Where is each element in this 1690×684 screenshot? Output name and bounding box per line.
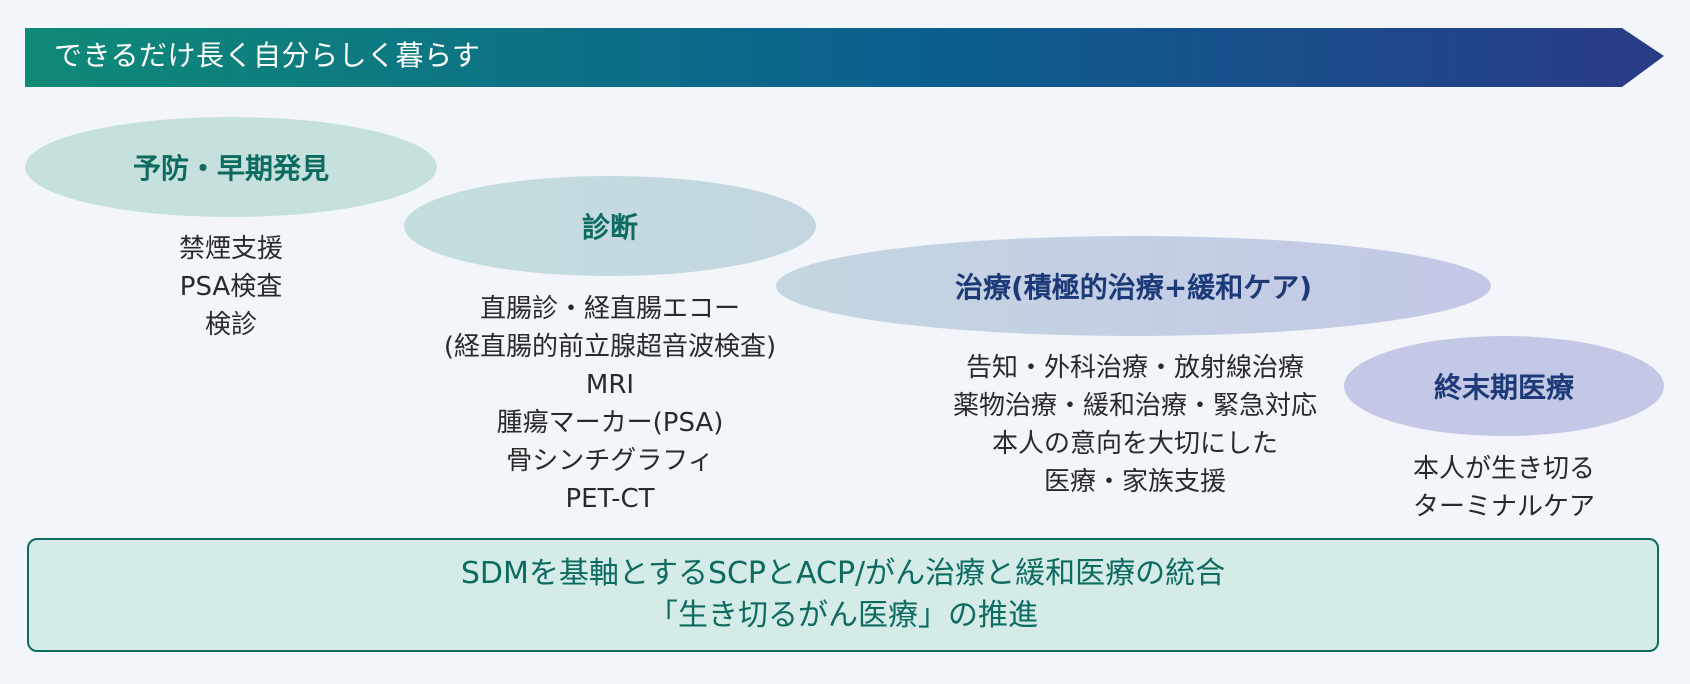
stage-terminal-items: 本人が生き切る ターミナルケア [1354, 450, 1654, 526]
summary-line-1: SDMを基軸とするSCPとACP/がん治療と緩和医療の統合 [460, 556, 1226, 591]
list-item: 本人が生き切る [1412, 454, 1595, 484]
stage-treatment-ellipse: 治療(積極的治療+緩和ケア) [776, 236, 1491, 336]
list-item: 検診 [204, 310, 257, 340]
banner-title: できるだけ長く自分らしく暮らす [54, 39, 481, 72]
list-item: ターミナルケア [1412, 492, 1595, 522]
summary-box: SDMを基軸とするSCPとACP/がん治療と緩和医療の統合 「生き切るがん医療」… [27, 538, 1659, 652]
list-item: 腫瘍マーカー(PSA) [496, 408, 724, 438]
stage-treatment-items: 告知・外科治療・放射線治療 薬物治療・緩和治療・緊急対応 本人の意向を大切にした… [900, 349, 1370, 501]
list-item: MRI [585, 370, 635, 400]
stage-prevention-items: 禁煙支援 PSA検査 検診 [81, 230, 381, 344]
list-item: PSA検査 [179, 272, 283, 302]
stage-terminal-ellipse: 終末期医療 [1344, 336, 1664, 436]
stage-prevention-ellipse: 予防・早期発見 [25, 117, 437, 217]
summary-line-2: 「生き切るがん医療」の推進 [648, 598, 1038, 633]
list-item: PET-CT [565, 484, 655, 514]
list-item: 骨シンチグラフィ [506, 446, 714, 476]
list-item: 告知・外科治療・放射線治療 [965, 353, 1304, 383]
stage-diagnosis-ellipse: 診断 [404, 176, 816, 276]
banner-arrow [25, 28, 1664, 87]
list-item: 直腸診・経直腸エコー [479, 294, 740, 324]
list-item: 本人の意向を大切にした [991, 429, 1278, 459]
list-item: (経直腸的前立腺超音波検査) [443, 332, 777, 362]
stage-prevention-title: 予防・早期発見 [132, 152, 329, 185]
stage-diagnosis-items: 直腸診・経直腸エコー (経直腸的前立腺超音波検査) MRI 腫瘍マーカー(PSA… [410, 290, 810, 518]
list-item: 医療・家族支援 [1043, 467, 1226, 497]
list-item: 禁煙支援 [178, 234, 283, 264]
stage-diagnosis-title: 診断 [581, 211, 638, 244]
stage-treatment-title: 治療(積極的治療+緩和ケア) [954, 271, 1313, 304]
list-item: 薬物治療・緩和治療・緊急対応 [952, 391, 1317, 421]
stage-terminal-title: 終末期医療 [1433, 371, 1574, 404]
